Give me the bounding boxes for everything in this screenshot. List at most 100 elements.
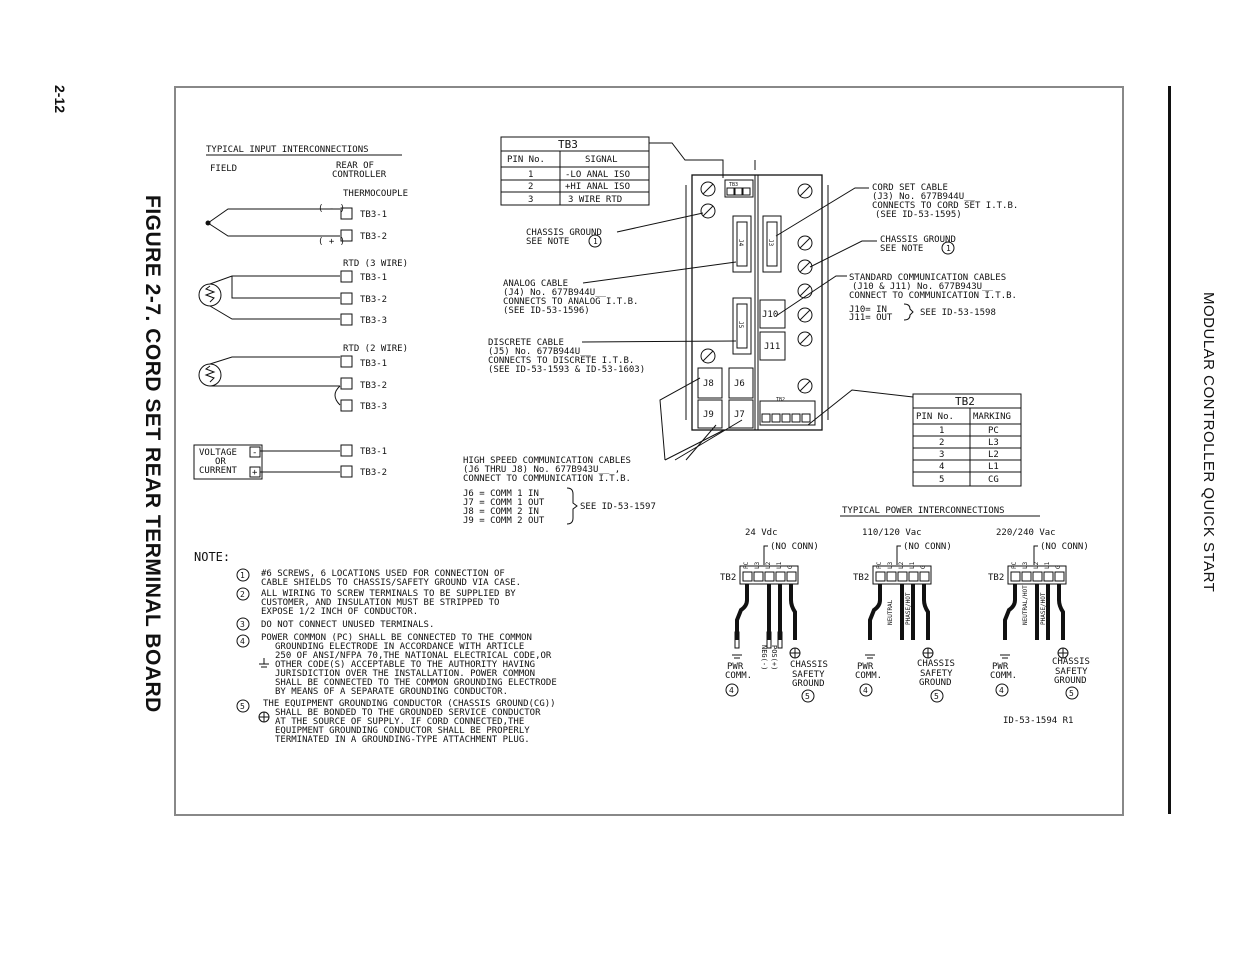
- no-conn-110: (NO CONN): [903, 542, 952, 552]
- pin-l2-220: L2: [1033, 561, 1040, 569]
- pin-g-220: G: [1055, 565, 1062, 569]
- note4-line2: GROUNDING ELECTRODE IN ACCORDANCE WITH A…: [275, 642, 524, 652]
- note4-line3: 250 OF ANSI/NFPA 70,THE NATIONAL ELECTRI…: [275, 651, 552, 661]
- rtd3-sensor-icon: [198, 283, 222, 307]
- drawing-id: ID-53-1594 R1: [1003, 716, 1073, 726]
- notes-title: NOTE:: [194, 550, 230, 564]
- cord-set-4: (SEE ID-53-1595): [875, 210, 962, 220]
- field-label: FIELD: [210, 164, 237, 174]
- tb2-mark-4: L1: [988, 462, 999, 472]
- rtd2-label: RTD (2 WIRE): [343, 344, 408, 354]
- tb2-pin-4: 4: [939, 462, 944, 472]
- tb3-table: TB3 PIN No. SIGNAL 1 -LO ANAL ISO 2 +HI …: [500, 136, 650, 206]
- safety-24: SAFETY: [792, 670, 825, 680]
- phase-110: PHASE/HOT: [905, 592, 912, 625]
- note4-110: 4: [863, 686, 868, 695]
- note4-line1: POWER COMMON (PC) SHALL BE CONNECTED TO …: [261, 633, 532, 643]
- note4-line7: BY MEANS OF A SEPARATE GROUNDING CONDUCT…: [275, 687, 508, 697]
- note4-line6: SHALL BE CONNECTED TO THE COMMON GROUNDI…: [275, 678, 557, 688]
- comm-110: COMM.: [855, 671, 882, 681]
- note-mark-4: 4: [240, 637, 245, 646]
- board-j3: J3: [767, 239, 774, 247]
- cord-set-1: CORD SET CABLE: [872, 183, 948, 193]
- board-tb3: TB3: [729, 182, 738, 188]
- tb2-pin-5: 5: [939, 475, 944, 485]
- std-comm-3: CONNECT TO COMMUNICATION I.T.B.: [849, 291, 1017, 301]
- tb3-signal-1: -LO ANAL ISO: [565, 170, 630, 180]
- note2-line2: CUSTOMER, AND INSULATION MUST BE STRIPPE…: [261, 598, 499, 608]
- chassis-ground-l-1: CHASSIS GROUND: [526, 228, 602, 238]
- board-tb2: TB2: [776, 397, 785, 403]
- board-j10: J10: [762, 310, 778, 320]
- tb2-110: TB2: [853, 573, 869, 583]
- rear-label: REAR OF: [336, 161, 374, 171]
- note5-220: 5: [1069, 689, 1074, 698]
- board-j7: J7: [734, 410, 745, 420]
- analog-4: (SEE ID-53-1596): [503, 306, 590, 316]
- pin-l2-110: L2: [898, 561, 905, 569]
- board-j11: J11: [764, 342, 780, 352]
- hs-j6: J6 = COMM 1 IN: [463, 489, 539, 499]
- rtd3-tb3-1: TB3-1: [360, 273, 387, 283]
- current-label: CURRENT: [199, 466, 238, 476]
- rtd2-tb3-2: TB3-2: [360, 381, 387, 391]
- note-mark-1: 1: [240, 571, 245, 580]
- rear-label-2: CONTROLLER: [332, 170, 387, 180]
- pin-pc-110: PC: [876, 561, 883, 569]
- board-j5: J5: [737, 321, 744, 329]
- power-220vac: (NO CONN) TB2 PC L3 L2 L1 G PWR COMM. 4 …: [988, 542, 1090, 700]
- note5-110: 5: [934, 692, 939, 701]
- neutral-hot-220: NEUTRAL/HOT: [1022, 585, 1029, 625]
- pin-l1-24: L1: [776, 561, 783, 569]
- note4-line4: OTHER CODE(S) ACCEPTABLE TO THE AUTHORIT…: [275, 660, 535, 670]
- tb2-mark-5: CG: [988, 475, 999, 485]
- input-heading: TYPICAL INPUT INTERCONNECTIONS: [206, 145, 369, 155]
- board-j8: J8: [703, 379, 714, 389]
- pos-24: POS(+): [770, 645, 778, 670]
- neg-24: NEG(-): [760, 645, 768, 670]
- note2-line1: ALL WIRING TO SCREW TERMINALS TO BE SUPP…: [261, 589, 516, 599]
- ground-24: GROUND: [792, 679, 825, 689]
- thermocouple-label: THERMOCOUPLE: [343, 189, 408, 199]
- rtd3-tb3-2: TB3-2: [360, 295, 387, 305]
- note4-24: 4: [729, 686, 734, 695]
- pin-l2-24: L2: [765, 561, 772, 569]
- power-24vdc: (NO CONN) TB2 PC L3 L2 L1 G PWR COMM. 4 …: [720, 542, 828, 703]
- ground-110: GROUND: [919, 678, 952, 688]
- minus-label: ( - ): [318, 204, 345, 214]
- note5-line1: THE EQUIPMENT GROUNDING CONDUCTOR (CHASS…: [263, 699, 556, 709]
- ground-220: GROUND: [1054, 676, 1087, 686]
- tb3-signal-3: 3 WIRE RTD: [568, 195, 622, 205]
- power-110vac: (NO CONN) TB2 PC L3 L2 L1 G PWR COMM. 4 …: [853, 542, 955, 703]
- tb2-mark-3: L2: [988, 450, 999, 460]
- chassis-24: CHASSIS: [790, 660, 828, 670]
- rtd2-tb3-1: TB3-1: [360, 359, 387, 369]
- analog-1: ANALOG CABLE: [503, 279, 568, 289]
- v-tb3-2: TB3-2: [360, 468, 387, 478]
- board-j6: J6: [734, 379, 745, 389]
- discrete-2: (J5) No. 677B944U__: [488, 347, 592, 357]
- pin-l3-110: L3: [887, 561, 894, 569]
- hs-j9: J9 = COMM 2 OUT: [463, 516, 545, 526]
- chassis-ground-l-mark: 1: [593, 237, 598, 246]
- tb2-header-marking: MARKING: [973, 412, 1011, 422]
- callouts: CORD SET CABLE (J3) No. 677B944U__ CONNE…: [463, 183, 1018, 526]
- note-mark-5: 5: [240, 702, 245, 711]
- safety-220: SAFETY: [1055, 667, 1088, 677]
- input-interconnections: TYPICAL INPUT INTERCONNECTIONS FIELD REA…: [193, 145, 408, 480]
- tb3-header-pin: PIN No.: [507, 155, 545, 165]
- no-conn-220: (NO CONN): [1040, 542, 1089, 552]
- note4-line5: JURISDICTION OVER THE INSTALLATION. POWE…: [275, 669, 535, 679]
- rtd2-tb3-3: TB3-3: [360, 402, 387, 412]
- board-j9: J9: [703, 410, 714, 420]
- note-mark-2: 2: [240, 590, 245, 599]
- std-comm-2: (J10 & J11) No. 677B943U__: [852, 282, 993, 292]
- pin-l3-220: L3: [1022, 561, 1029, 569]
- src-plus: +: [252, 468, 258, 478]
- tb3-header-signal: SIGNAL: [585, 155, 618, 165]
- analog-2: (J4) No. 677B944U__: [503, 288, 607, 298]
- rtd3-tb3-3: TB3-3: [360, 316, 387, 326]
- discrete-1: DISCRETE CABLE: [488, 338, 564, 348]
- tc-tb3-1: TB3-1: [360, 210, 387, 220]
- tb3-title: TB3: [558, 138, 578, 151]
